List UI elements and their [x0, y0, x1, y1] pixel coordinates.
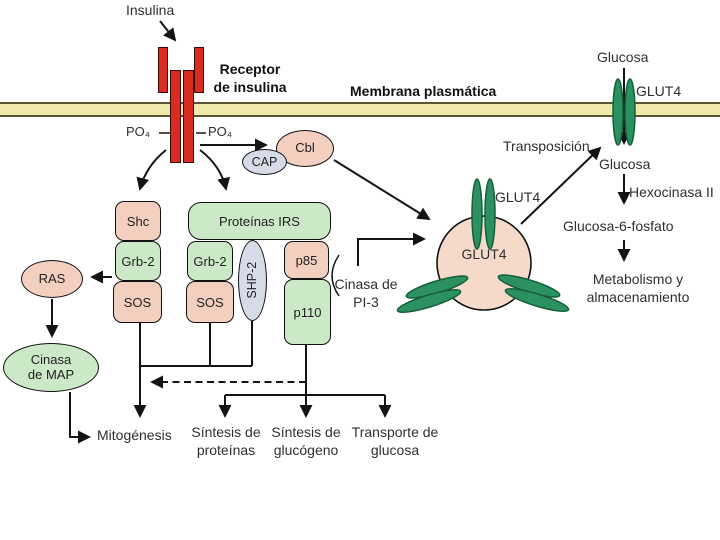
grb2-box-a: Grb-2	[115, 241, 161, 281]
po4-left-label: PO₄	[126, 124, 151, 139]
glut4-membrane-transporter-icon	[612, 78, 624, 146]
grb2-label: Grb-2	[121, 253, 155, 269]
glycogen-synthesis-label: Síntesis de glucógeno	[266, 424, 346, 460]
sos-label: SOS	[196, 294, 224, 310]
insulin-binding-arrow	[159, 20, 177, 42]
map-to-mitogenesis-arrow	[69, 392, 91, 444]
mitogenesis-label: Mitogénesis	[97, 427, 172, 443]
po4-right-label: PO₄	[208, 124, 233, 139]
glut4-transporter-icon	[504, 288, 570, 312]
plasma-membrane-title: Membrana plasmática	[350, 83, 497, 99]
map-kinase-line1: Cinasa	[30, 351, 72, 367]
p110-box: p110	[284, 279, 331, 345]
cbl-to-vesicle-arrow	[333, 159, 431, 221]
grb2-box-b: Grb-2	[187, 241, 233, 281]
metabolism-line1: Metabolismo y	[592, 271, 684, 287]
irs-label: Proteínas IRS	[219, 213, 300, 229]
sos-label: SOS	[123, 294, 152, 310]
receptor-title: Receptor de insulina	[208, 61, 292, 97]
membrane-glut4-label: GLUT4	[636, 83, 682, 99]
receptor-title-line1: Receptor	[219, 61, 281, 77]
metabolism-label: Metabolismo y almacenamiento	[567, 271, 709, 307]
p85-box: p85	[284, 241, 329, 279]
sos-box-b: SOS	[186, 281, 234, 323]
p110-label: p110	[293, 304, 322, 320]
cap-ellipse: CAP	[242, 149, 287, 175]
glucose-transport-label: Transporte de glucosa	[348, 424, 442, 460]
pi3-kinase-label: Cinasa de PI-3	[328, 276, 404, 312]
receptor-to-shc-arrow	[136, 149, 167, 191]
protein-synthesis-line1: Síntesis de	[191, 424, 261, 440]
glucose-transport-line2: glucosa	[370, 441, 420, 458]
g6p-label: Glucosa-6-fosfato	[563, 218, 674, 234]
sos-box-a: SOS	[113, 281, 162, 323]
vesicle-glut4-inner-label: GLUT4	[461, 246, 507, 262]
receptor-beta-subunit-right	[183, 70, 194, 163]
pi3-to-vesicle-arrow	[357, 232, 426, 266]
grb2-label: Grb-2	[193, 253, 227, 269]
receptor-title-line2: de insulina	[213, 78, 287, 95]
glucose-transport-line1: Transporte de	[351, 424, 439, 440]
glut4-transporter-icon	[396, 289, 462, 313]
pi3-kinase-line2: PI-3	[353, 293, 379, 310]
receptor-alpha-subunit-left	[158, 47, 168, 93]
hexokinase-label: Hexocinasa II	[629, 184, 714, 200]
glucose-mid-label: Glucosa	[599, 156, 651, 172]
ras-ellipse: RAS	[21, 260, 83, 298]
protein-synthesis-label: Síntesis de proteínas	[186, 424, 266, 460]
glycogen-synthesis-line1: Síntesis de	[271, 424, 341, 440]
transposition-label: Transposición	[503, 138, 590, 154]
pi3-kinase-line1: Cinasa de	[334, 276, 398, 292]
receptor-alpha-subunit-right	[194, 47, 204, 93]
glut4-transporter-icon	[484, 178, 496, 250]
p85-label: p85	[295, 252, 318, 268]
shp2-ellipse: SHP-2	[238, 240, 267, 321]
cap-label: CAP	[251, 154, 278, 169]
receptor-to-irs-arrow	[199, 149, 230, 191]
transposition-arrow	[520, 146, 602, 225]
ras-label: RAS	[38, 270, 66, 286]
shc-label: Shc	[126, 213, 150, 229]
vesicle-glut4-outer-label: GLUT4	[495, 189, 541, 205]
insulin-label: Insulina	[126, 2, 175, 18]
glut4-vesicle	[436, 215, 532, 311]
protein-synthesis-line2: proteínas	[196, 441, 256, 458]
irs-proteins-box: Proteínas IRS	[188, 202, 331, 240]
metabolism-line2: almacenamiento	[586, 288, 690, 305]
map-kinase-line2: de MAP	[27, 366, 75, 382]
cbl-label: Cbl	[295, 140, 315, 156]
shc-box: Shc	[115, 201, 161, 241]
glycogen-synthesis-line2: glucógeno	[273, 441, 339, 458]
receptor-beta-subunit-left	[170, 70, 181, 163]
glut4-membrane-transporter-icon	[624, 78, 636, 146]
glut4-transporter-icon	[471, 178, 483, 250]
glucose-top-label: Glucosa	[597, 49, 649, 65]
pi3-complex-brace	[331, 254, 340, 297]
